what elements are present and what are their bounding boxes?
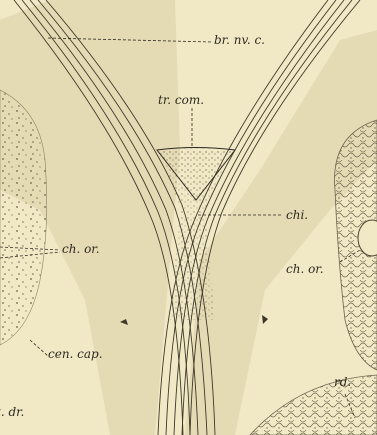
label-t-dr: t. dr.: [0, 406, 24, 418]
label-br-nv-c: br. nv. c.: [214, 34, 265, 46]
label-ch-or-right: ch. or.: [286, 263, 324, 275]
label-rd: rd.: [334, 376, 351, 388]
label-ch-or-left: ch. or.: [62, 243, 100, 255]
rd-region: [250, 375, 377, 435]
label-chi: chi.: [286, 209, 308, 221]
label-tr-com: tr. com.: [158, 94, 204, 106]
label-cen-cap: cen. cap.: [48, 348, 103, 360]
right-small-mark: [262, 315, 268, 324]
